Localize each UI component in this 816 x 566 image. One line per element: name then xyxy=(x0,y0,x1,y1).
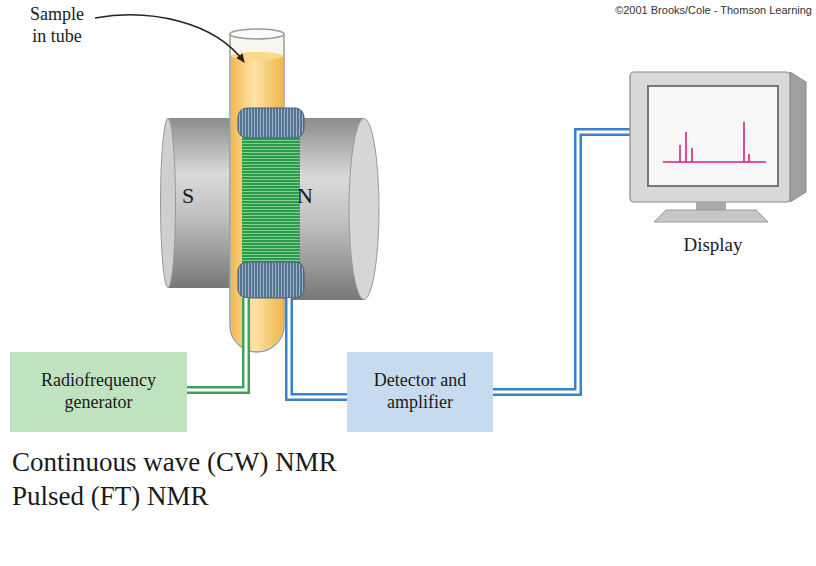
detector-wire xyxy=(289,298,347,397)
display-monitor: Display xyxy=(618,62,808,267)
node-text: S xyxy=(182,183,194,209)
signal-wire xyxy=(493,132,630,392)
rf-wire-gap xyxy=(187,298,246,390)
rf-wire xyxy=(187,298,246,390)
callout-label: Sample in tube xyxy=(25,4,89,47)
wire-stroke xyxy=(493,132,630,392)
label-holder: Continuous wave (CW) NMR xyxy=(12,446,337,478)
box-text: Radiofrequency generator xyxy=(20,370,177,413)
node-text: Display xyxy=(618,234,808,257)
method-note: Continuous wave (CW) NMR xyxy=(12,446,337,478)
wire-stroke xyxy=(493,132,630,392)
label-holder: ©2001 Brooks/Cole - Thomson Learning xyxy=(615,4,812,17)
node-text: N xyxy=(297,183,313,209)
tube-rim xyxy=(230,29,284,39)
method-note: Pulsed (FT) NMR xyxy=(12,480,209,512)
copyright-watermark: ©2001 Brooks/Cole - Thomson Learning xyxy=(615,4,812,17)
rf-coil xyxy=(242,128,300,270)
detector-box: Detector and amplifier xyxy=(347,352,493,432)
leader-line xyxy=(95,15,244,62)
label-holder: Sample in tube xyxy=(25,4,89,47)
rf-generator-box: Radiofrequency generator xyxy=(10,352,187,432)
box-text: Detector and amplifier xyxy=(357,370,483,413)
detector-wire-gap xyxy=(289,298,347,397)
coil-cap xyxy=(238,108,304,138)
coil-cap xyxy=(238,262,304,298)
label-holder: Pulsed (FT) NMR xyxy=(12,480,209,512)
